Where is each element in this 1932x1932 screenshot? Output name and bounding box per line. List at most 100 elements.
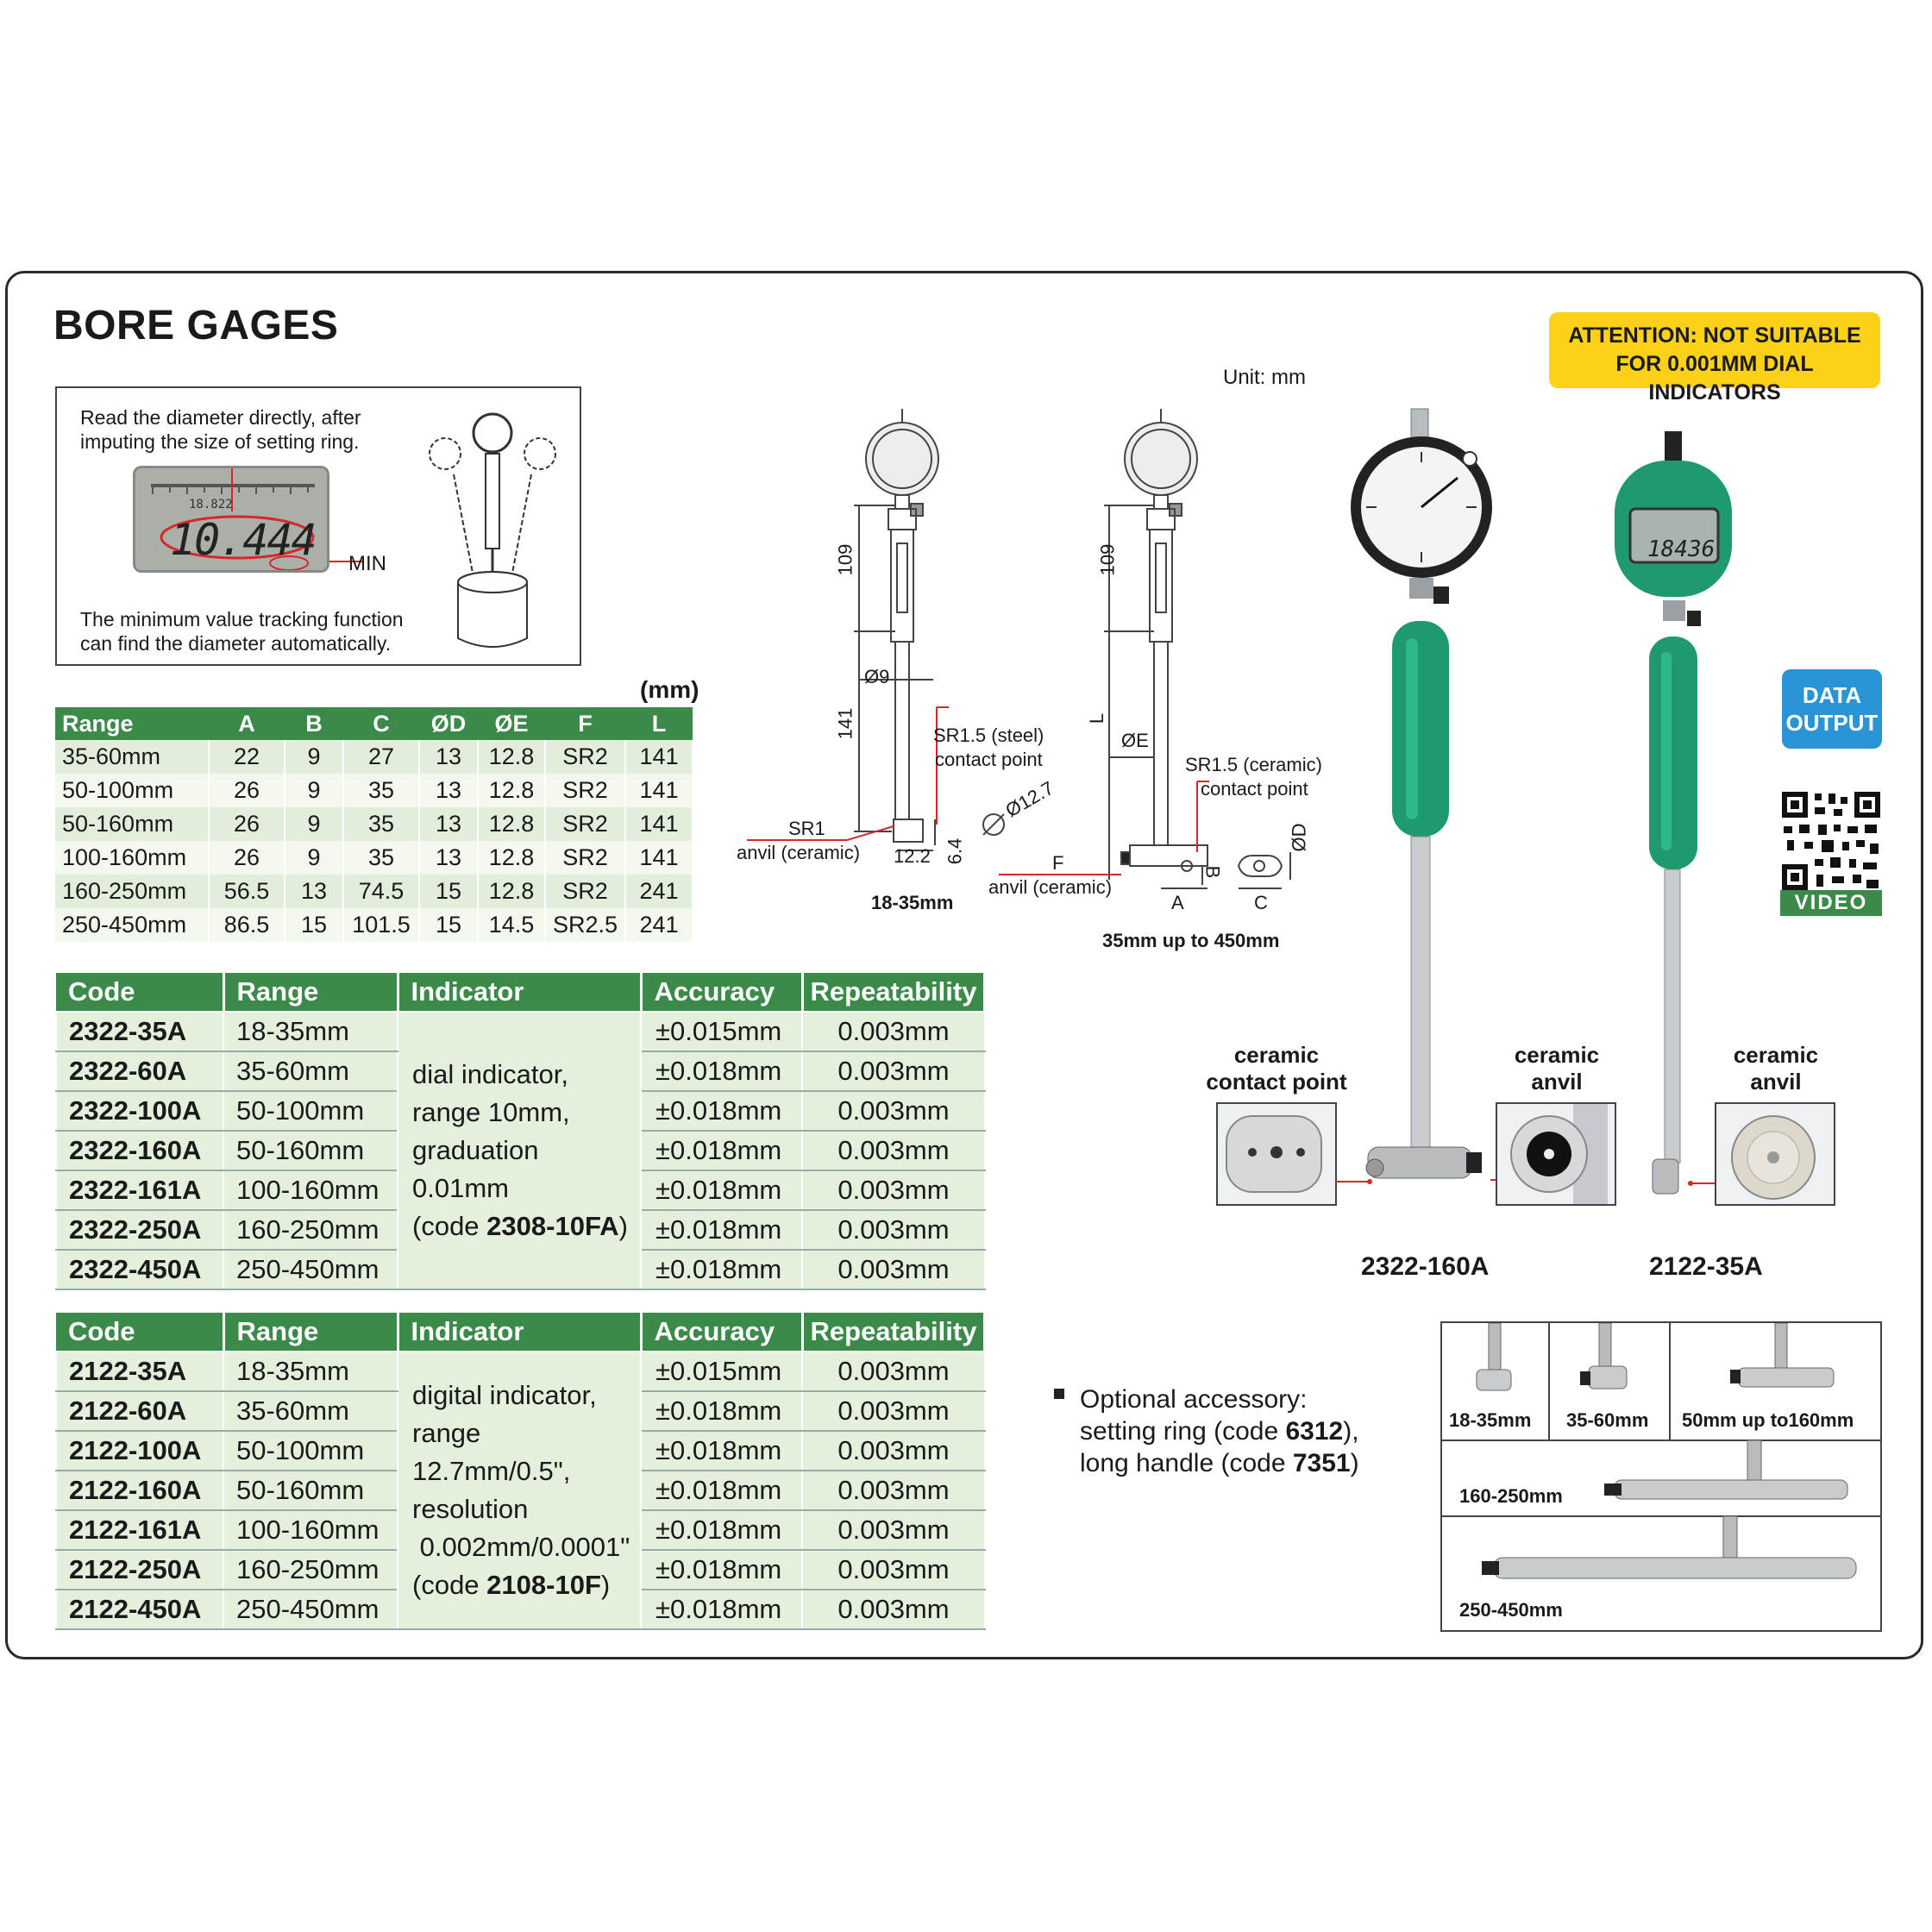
indicator-code-prefix: (code <box>412 1211 487 1241</box>
header-repeatability: Repeatability <box>802 1313 987 1352</box>
header-f: F <box>545 707 626 740</box>
lcd-display: 18.822 10.444 <box>133 466 329 573</box>
ceramic-contact-label: ceramic contact point <box>1199 1042 1354 1095</box>
repeatability-cell: 0.003mm <box>801 1011 986 1052</box>
drawing-18-35mm-icon <box>747 409 1005 851</box>
ceramic-contact-point-image <box>1216 1102 1337 1206</box>
unit-label: Unit: mm <box>1223 366 1306 389</box>
dia-9-label: Ø9 <box>864 666 890 687</box>
range-cell: 100-160mm <box>223 1509 398 1551</box>
dim-l-label: L <box>1086 712 1108 724</box>
header-l: L <box>625 707 693 740</box>
table-row: 2322-35A 18-35mm dial indicator, range 1… <box>55 1011 986 1290</box>
anvil-ceramic-label-2: anvil (ceramic) <box>988 876 1113 898</box>
cell: 141 <box>625 774 694 807</box>
range-cell: 160-250mm <box>223 1209 398 1251</box>
attention-line-1: ATTENTION: NOT SUITABLE <box>1568 323 1861 348</box>
repeatability-cell: 0.003mm <box>801 1390 986 1432</box>
repeatability-cell: 0.003mm <box>801 1351 986 1392</box>
min-tracking-info-box: Read the diameter directly, after imputi… <box>55 386 581 666</box>
a-label: A <box>1171 892 1184 913</box>
info-bottom-text: The minimum value tracking function can … <box>80 607 404 656</box>
lcd-scale-icon <box>151 468 315 570</box>
video-qr-code[interactable]: VIDEO <box>1780 790 1882 918</box>
range-cell: 50-160mm <box>223 1470 398 1511</box>
accuracy-cell: ±0.018mm <box>640 1051 803 1092</box>
indicator-line: range 10mm, <box>412 1097 570 1127</box>
code-cell: 2122-450A <box>55 1589 224 1630</box>
ceramic-anvil-image-b <box>1715 1102 1835 1206</box>
cell: 86.5 <box>209 908 285 942</box>
repeatability-cell: 0.003mm <box>801 1470 986 1511</box>
repeatability-cell: 0.003mm <box>801 1549 986 1590</box>
header-a: A <box>209 707 285 740</box>
accessory-line-2: setting ring (code 6312), <box>1080 1415 1359 1447</box>
indicator-line: range 12.7mm/0.5", <box>412 1418 571 1486</box>
accessory-18-35mm-label: 18-35mm <box>1449 1409 1532 1431</box>
dial-bore-gage-icon <box>1351 408 1492 1179</box>
cell: 14.5 <box>478 908 546 942</box>
header-indicator: Indicator <box>398 1313 643 1352</box>
ceramic-contact-line-1: ceramic <box>1233 1042 1320 1068</box>
range-cell: 18-35mm <box>223 1351 398 1392</box>
lcd-main-value: 10.444 <box>170 515 317 565</box>
code-cell: 2322-100A <box>55 1090 224 1132</box>
accuracy-cell: ±0.018mm <box>640 1090 803 1132</box>
accessory-box: 18-35mm 35-60mm 50mm up to160mm 160-250m… <box>1440 1321 1882 1632</box>
accuracy-cell: ±0.018mm <box>640 1209 803 1251</box>
accessory-line-3-suffix: ) <box>1350 1449 1359 1477</box>
indicator-line: 0.002mm/0.0001" <box>412 1532 630 1562</box>
range-cell: 35-60mm <box>223 1390 398 1432</box>
cell: 13 <box>419 841 479 875</box>
cell: SR2 <box>545 807 627 841</box>
dim-12-2-label: 12.2 <box>894 845 931 867</box>
cell: 241 <box>625 875 694 908</box>
code-cell: 2122-100A <box>55 1430 224 1471</box>
cell: 141 <box>625 807 694 841</box>
sr1-label: SR1 <box>788 818 825 839</box>
accuracy-cell: ±0.018mm <box>640 1170 803 1211</box>
cell: 26 <box>209 841 285 875</box>
range-cell: 18-35mm <box>223 1011 398 1052</box>
long-handle-code: 7351 <box>1292 1449 1351 1477</box>
sr-steel-label-2: contact point <box>935 749 1043 770</box>
indicator-code-line: (code 2108-10F) <box>412 1566 633 1604</box>
accuracy-cell: ±0.018mm <box>640 1549 803 1590</box>
cell: 15 <box>419 908 479 942</box>
indicator-cell: dial indicator, range 10mm, graduation 0… <box>397 1011 642 1290</box>
cell: 35 <box>343 807 420 841</box>
accessory-50-160mm-label: 50mm up to160mm <box>1682 1409 1854 1431</box>
accessory-grid-icon <box>1442 1323 1880 1579</box>
code-cell: 2322-161A <box>55 1170 224 1211</box>
cell: 12.8 <box>478 740 546 774</box>
header-accuracy: Accuracy <box>641 973 804 1012</box>
cell: 12.8 <box>478 875 546 908</box>
range-cell: 160-250mm <box>223 1549 398 1590</box>
accessory-line-2-suffix: ), <box>1343 1417 1359 1446</box>
ceramic-contact-line-2: contact point <box>1206 1069 1347 1095</box>
code-cell: 2322-60A <box>55 1051 224 1092</box>
sr-steel-label-1: SR1.5 (steel) <box>933 724 1044 746</box>
cell: 9 <box>285 841 344 875</box>
range-cell: 35-60mm <box>223 1051 398 1092</box>
cell: SR2 <box>545 875 627 908</box>
bullet-icon <box>1054 1389 1064 1399</box>
info-bottom-line-2: can find the diameter automatically. <box>80 632 392 655</box>
attention-line-2: FOR 0.001MM DIAL INDICATORS <box>1615 352 1814 405</box>
header-range: Range <box>223 973 399 1012</box>
indicator-line: digital indicator, <box>412 1380 597 1410</box>
range-cell: 250-450mm <box>223 1589 398 1630</box>
indicator-code-suffix: ) <box>600 1570 611 1600</box>
ceramic-contact-point-icon <box>1226 1115 1322 1193</box>
drawing-1-caption: 18-35mm <box>871 892 954 913</box>
ceramic-anvil-a-icon <box>1510 1104 1608 1204</box>
repeatability-cell: 0.003mm <box>801 1249 986 1290</box>
